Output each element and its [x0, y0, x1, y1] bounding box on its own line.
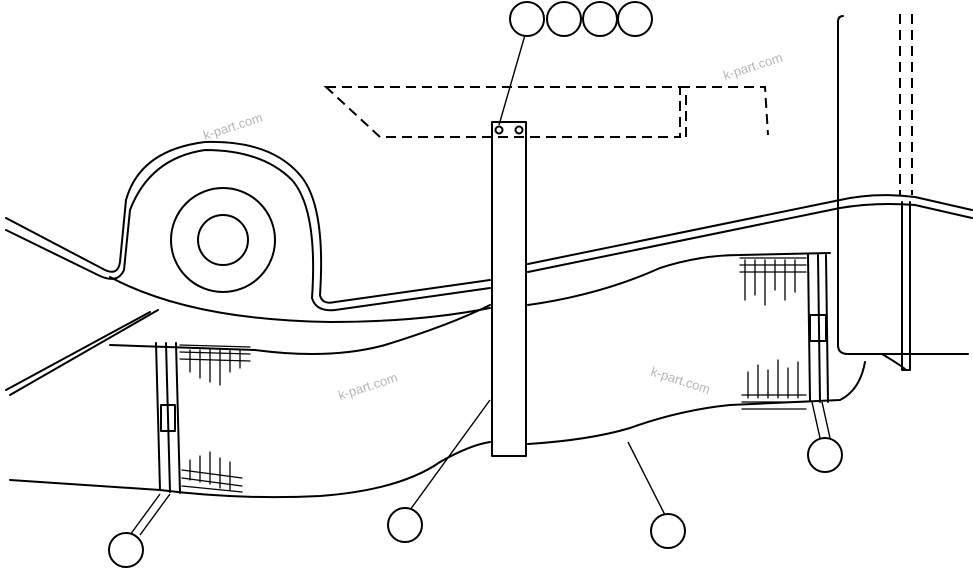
- callout-c6: [387, 507, 423, 543]
- callout-c5: [108, 532, 144, 568]
- watermark-4: k-part.com: [649, 364, 712, 397]
- clamp-right: [739, 254, 829, 410]
- callout-c1: [509, 1, 545, 37]
- leader-lines: [129, 34, 831, 536]
- watermark-3: k-part.com: [336, 370, 399, 403]
- frame-bracket: [837, 15, 969, 371]
- pulley-hub: [197, 214, 249, 266]
- dashed-outline: [323, 14, 913, 195]
- clamp-left: [155, 342, 251, 494]
- watermark-2: k-part.com: [721, 50, 784, 83]
- callout-c4: [617, 1, 653, 37]
- frame-rail: [5, 140, 973, 312]
- pulley-outer: [170, 187, 276, 293]
- callout-c7: [650, 513, 686, 549]
- watermark-1: k-part.com: [201, 110, 264, 143]
- callout-c3: [582, 1, 618, 37]
- hose-strap: [491, 121, 527, 457]
- callout-c8: [807, 437, 843, 473]
- hose: [5, 252, 866, 499]
- callout-c2: [546, 1, 582, 37]
